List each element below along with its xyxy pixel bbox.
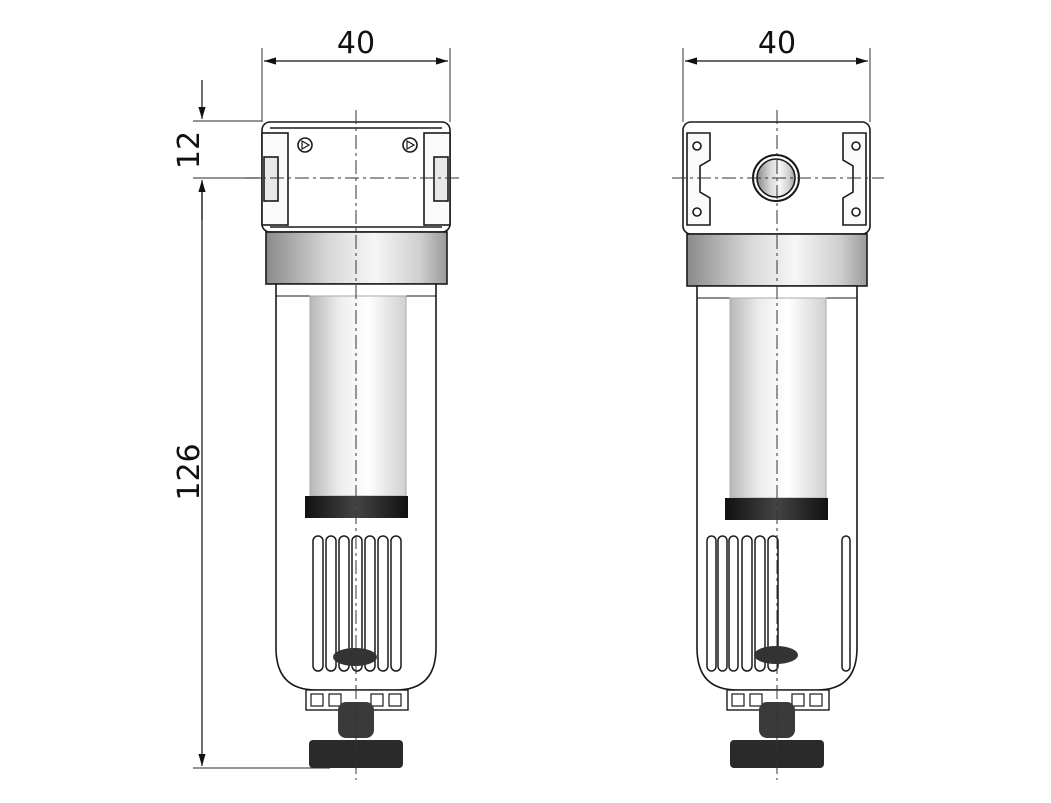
width-dimension-right [682, 48, 871, 122]
top-dimension-label: 12 [172, 131, 207, 169]
baffle-slots-left [312, 535, 402, 672]
width-dimension-left [261, 48, 451, 122]
filter-band-right [725, 498, 828, 520]
filter-element-right [729, 297, 827, 499]
left-view: 40 12 126 [172, 26, 460, 780]
filter-element-left [309, 295, 407, 497]
width-label-left: 40 [337, 26, 375, 61]
drain-valve-left [333, 648, 377, 666]
height-dimension [193, 182, 330, 769]
filter-band-left [305, 496, 408, 518]
height-dimension-label: 126 [172, 443, 207, 500]
right-view: 40 [672, 26, 884, 780]
width-label-right: 40 [758, 26, 796, 61]
baffle-slots-right [706, 535, 851, 672]
drain-valve-right [754, 646, 798, 664]
